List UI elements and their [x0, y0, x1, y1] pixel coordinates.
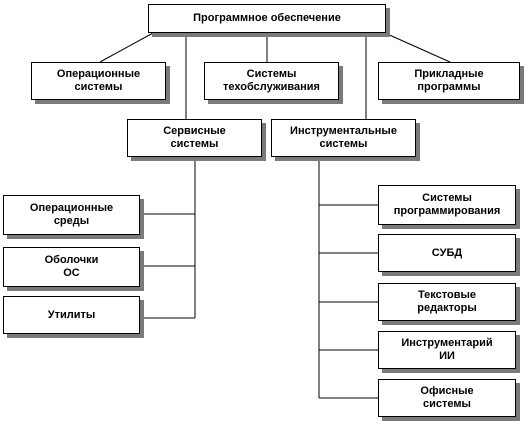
os-node: Операционные системы [31, 62, 166, 100]
root-node: Программное обеспечение [148, 4, 386, 33]
instrumental-item-ai-tools: Инструментарий ИИ [378, 331, 516, 369]
service-item-utilities: Утилиты [3, 296, 140, 334]
instrumental-node: Инструментальные системы [271, 119, 416, 157]
instrumental-item-programming: Системы программирования [378, 185, 516, 225]
service-node: Сервисные системы [127, 119, 262, 157]
instrumental-item-office: Офисные системы [378, 379, 516, 417]
maintenance-node: Системы техобслуживания [204, 62, 339, 100]
instrumental-item-editors: Текстовые редакторы [378, 283, 516, 321]
service-item-shells: Оболочки ОС [3, 247, 140, 287]
instrumental-item-dbms: СУБД [378, 234, 516, 272]
service-item-environments: Операционные среды [3, 195, 140, 235]
applied-node: Прикладные программы [378, 62, 520, 100]
